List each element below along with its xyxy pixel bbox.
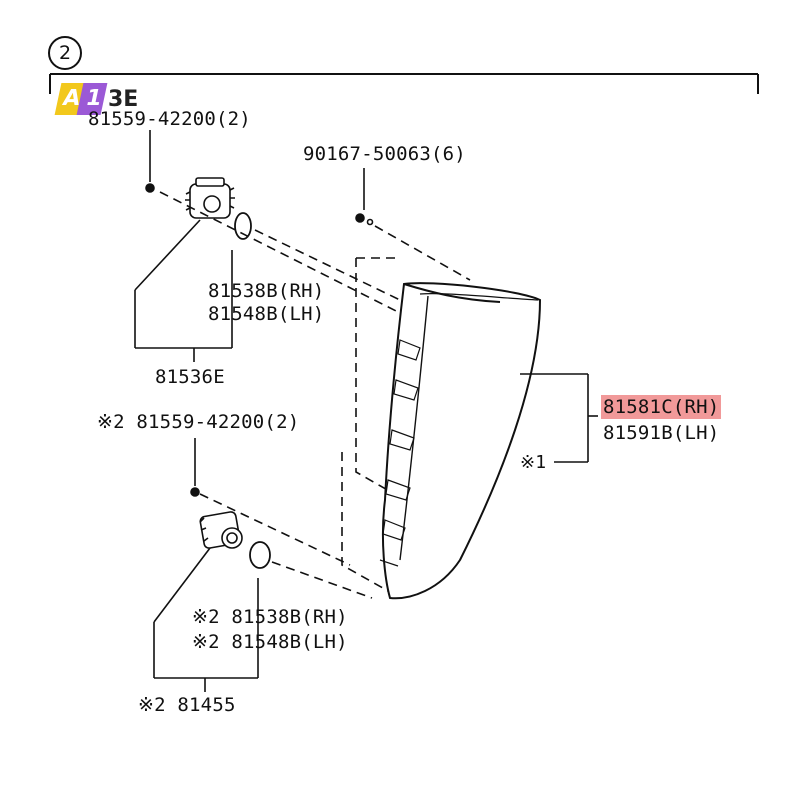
watermark-logo: A 1 3E (54, 82, 139, 116)
label-top-socket: 81536E (155, 366, 225, 388)
tail-lamp-icon (379, 282, 542, 600)
label-top-bulb-bolt: 81559-42200(2) (88, 108, 251, 130)
label-lamp-rh: 81581C(RH) (601, 395, 722, 419)
section-number-badge: 2 (48, 36, 82, 70)
label-top-gasket-rh: 81538B(RH) (208, 280, 325, 302)
label-lamp-lh: 81591B(LH) (603, 422, 720, 444)
label-bottom-gasket-rh: ※2 81538B(RH) (192, 606, 348, 628)
top-bulb-socket-icon (185, 177, 235, 219)
top-gasket-icon (234, 212, 252, 240)
section-bracket (49, 73, 759, 94)
label-top-screw: 90167-50063(6) (303, 143, 466, 165)
label-bottom-socket: ※2 81455 (138, 694, 236, 716)
bottom-bolt-group (190, 438, 200, 497)
label-top-gasket-lh: 81548B(LH) (208, 303, 325, 325)
label-bottom-gasket-lh: ※2 81548B(LH) (192, 631, 348, 653)
bottom-dashed-guides (199, 493, 373, 599)
dashed-verticals (341, 257, 406, 593)
bottom-gasket-icon (249, 541, 271, 569)
label-bottom-bulb-bolt: ※2 81559-42200(2) (97, 411, 300, 433)
label-lamp-note: ※1 (520, 452, 547, 473)
top-socket-leader (134, 219, 233, 362)
top-screw-icon (355, 168, 374, 226)
top-bolt-group (145, 130, 155, 193)
lamp-leader (520, 373, 598, 463)
logo-text: 3E (108, 86, 139, 112)
bottom-socket-leader (153, 547, 259, 692)
top-dashed-guides (159, 191, 471, 319)
highlighted-part-number: 81581C(RH) (601, 395, 722, 419)
bottom-bulb-socket-icon (199, 511, 243, 549)
